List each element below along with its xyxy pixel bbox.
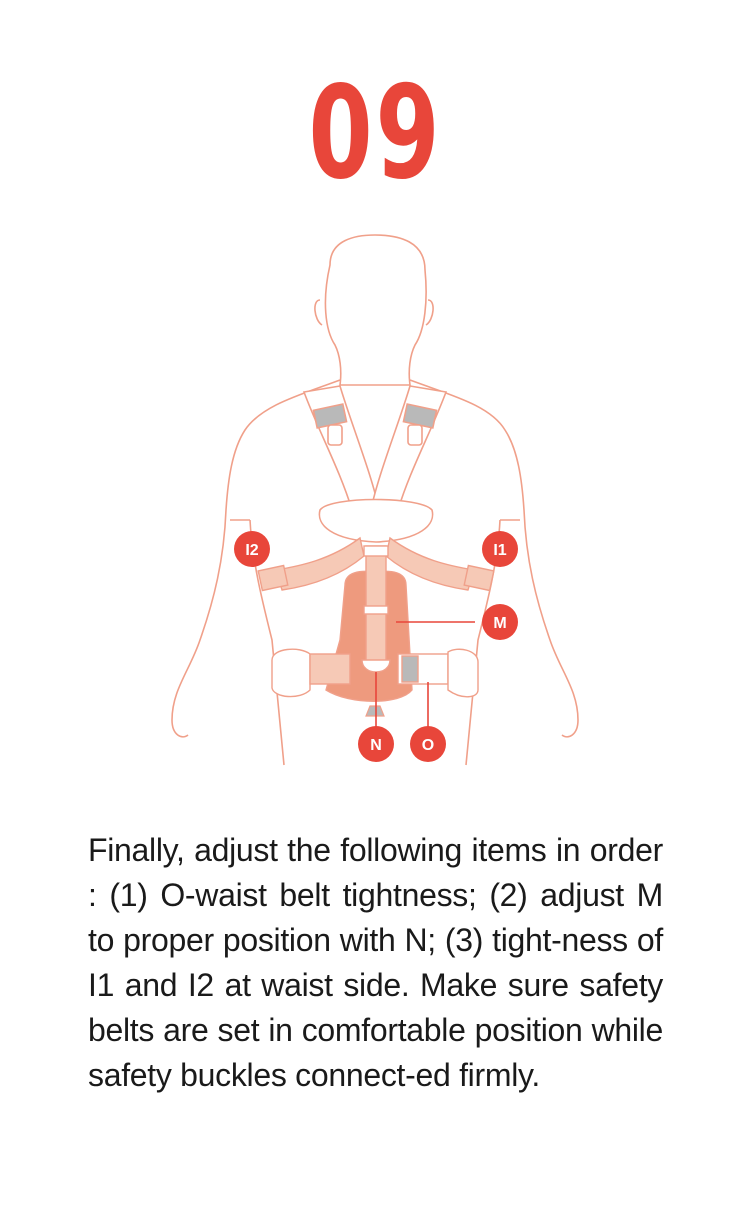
shoulder-straps bbox=[302, 385, 448, 511]
top-panel bbox=[318, 498, 434, 543]
svg-text:I1: I1 bbox=[493, 542, 506, 559]
svg-text:I2: I2 bbox=[245, 542, 258, 559]
instruction-text: Finally, adjust the following items in o… bbox=[88, 832, 663, 1093]
side-straps bbox=[257, 536, 495, 592]
waist-belt bbox=[271, 648, 479, 698]
label-i1: I1 bbox=[482, 531, 518, 567]
step-number: 09 bbox=[308, 59, 443, 208]
svg-text:M: M bbox=[493, 615, 506, 632]
label-m: M bbox=[482, 604, 518, 640]
label-o: O bbox=[410, 726, 446, 762]
label-n: N bbox=[358, 726, 394, 762]
svg-text:O: O bbox=[422, 737, 434, 754]
leader-lines bbox=[375, 621, 475, 728]
svg-text:N: N bbox=[370, 737, 382, 754]
label-i2: I2 bbox=[234, 531, 270, 567]
carrier-illustration: I2 I1 M N O bbox=[171, 234, 579, 766]
